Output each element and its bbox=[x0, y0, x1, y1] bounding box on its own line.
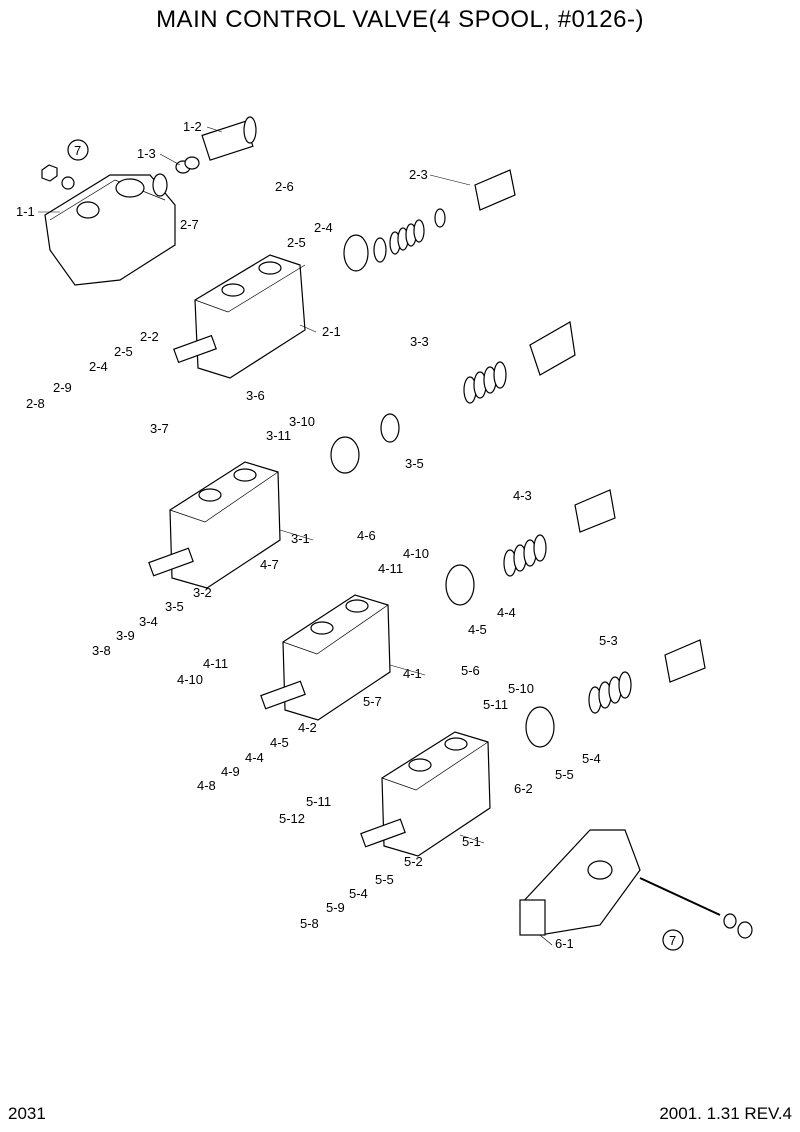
nut-part bbox=[41, 164, 58, 182]
revision-date: 2001. 1.31 REV.4 bbox=[659, 1104, 792, 1123]
label-3-9: 3-9 bbox=[116, 628, 135, 643]
label-4-2: 4-2 bbox=[298, 720, 317, 735]
label-5-5: 5-5 bbox=[555, 767, 574, 782]
label-3-1: 3-1 bbox=[291, 531, 310, 546]
label-5-6: 5-6 bbox=[461, 663, 480, 678]
washer-part bbox=[723, 913, 737, 929]
label-4-9: 4-9 bbox=[221, 764, 240, 779]
section-3-block bbox=[148, 461, 281, 589]
section-2-block bbox=[173, 254, 306, 379]
relief-valve-1-2 bbox=[201, 116, 257, 161]
label-5-8: 5-8 bbox=[300, 916, 319, 931]
section-2-spring-stack bbox=[343, 169, 516, 272]
label-3-6: 3-6 bbox=[246, 388, 265, 403]
label-4-11: 4-11 bbox=[378, 561, 403, 576]
section-5-block bbox=[360, 731, 491, 857]
label-5-11: 5-11 bbox=[483, 697, 508, 712]
label-6-2: 6-2 bbox=[514, 781, 533, 796]
label-4-6: 4-6 bbox=[357, 528, 376, 543]
label-3-3: 3-3 bbox=[410, 334, 429, 349]
label-3-2: 3-2 bbox=[193, 585, 212, 600]
washer-part bbox=[61, 176, 75, 190]
label-7: 7 bbox=[669, 933, 676, 948]
label-2-9: 2-9 bbox=[53, 380, 72, 395]
label-2-6: 2-6 bbox=[275, 179, 294, 194]
label-2-4: 2-4 bbox=[314, 220, 333, 235]
label-5-2: 5-2 bbox=[404, 854, 423, 869]
nut-part bbox=[737, 921, 753, 939]
label-6-1: 6-1 bbox=[555, 936, 574, 951]
label-3-10: 3-10 bbox=[289, 414, 315, 429]
label-2-4: 2-4 bbox=[89, 359, 108, 374]
label-2-2: 2-2 bbox=[140, 329, 159, 344]
page-title: MAIN CONTROL VALVE(4 SPOOL, #0126-) bbox=[156, 6, 644, 33]
label-3-5: 3-5 bbox=[405, 456, 424, 471]
label-4-4: 4-4 bbox=[245, 750, 264, 765]
label-4-10: 4-10 bbox=[177, 672, 203, 687]
label-3-11: 3-11 bbox=[266, 428, 291, 443]
label-5-4: 5-4 bbox=[349, 886, 368, 901]
callout-7-bottom bbox=[662, 929, 684, 951]
label-2-1: 2-1 bbox=[322, 324, 341, 339]
label-3-4: 3-4 bbox=[139, 614, 158, 629]
label-5-3: 5-3 bbox=[599, 633, 618, 648]
label-5-7: 5-7 bbox=[363, 694, 382, 709]
label-4-3: 4-3 bbox=[513, 488, 532, 503]
tie-bolt bbox=[639, 877, 721, 916]
label-5-5: 5-5 bbox=[375, 872, 394, 887]
section-5-spring-stack bbox=[525, 639, 706, 748]
label-2-5: 2-5 bbox=[287, 235, 306, 250]
label-4-7: 4-7 bbox=[260, 557, 279, 572]
o-ring bbox=[184, 156, 200, 170]
label-2-3: 2-3 bbox=[409, 167, 428, 182]
label-1-3: 1-3 bbox=[137, 146, 156, 161]
label-4-10: 4-10 bbox=[403, 546, 429, 561]
label-4-5: 4-5 bbox=[468, 622, 487, 637]
outlet-housing bbox=[519, 829, 641, 936]
label-7: 7 bbox=[74, 143, 81, 158]
label-2-7: 2-7 bbox=[180, 217, 199, 232]
label-5-4: 5-4 bbox=[582, 751, 601, 766]
inlet-housing bbox=[44, 173, 176, 286]
section-4-spring-stack bbox=[445, 489, 616, 606]
callout-labels: 1-2 1-3 7 1-1 2-3 2-6 2-7 2-4 2-5 2-1 2-… bbox=[16, 119, 676, 951]
label-5-12: 5-12 bbox=[279, 811, 305, 826]
label-4-5: 4-5 bbox=[270, 735, 289, 750]
label-4-8: 4-8 bbox=[197, 778, 216, 793]
label-4-11: 4-11 bbox=[203, 656, 228, 671]
label-3-7: 3-7 bbox=[150, 421, 169, 436]
label-5-9: 5-9 bbox=[326, 900, 345, 915]
label-3-8: 3-8 bbox=[92, 643, 111, 658]
label-2-8: 2-8 bbox=[26, 396, 45, 411]
label-2-5: 2-5 bbox=[114, 344, 133, 359]
page-number: 2031 bbox=[8, 1104, 46, 1123]
leader-lines bbox=[38, 126, 553, 946]
label-5-10: 5-10 bbox=[508, 681, 534, 696]
label-5-1: 5-1 bbox=[462, 834, 481, 849]
label-1-1: 1-1 bbox=[16, 204, 35, 219]
label-1-2: 1-2 bbox=[183, 119, 202, 134]
label-4-4: 4-4 bbox=[497, 605, 516, 620]
label-3-5: 3-5 bbox=[165, 599, 184, 614]
section-4-block bbox=[260, 594, 391, 721]
section-3-spring-stack bbox=[330, 321, 576, 474]
callout-7-top bbox=[67, 139, 89, 161]
label-5-11: 5-11 bbox=[306, 794, 331, 809]
